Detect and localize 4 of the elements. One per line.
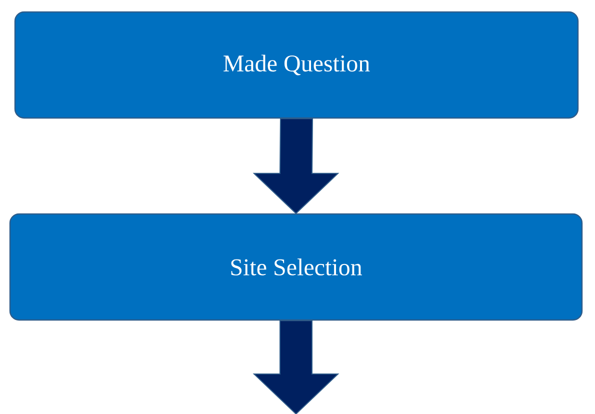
process-box: Made Question (14, 11, 579, 119)
block-arrow (252, 320, 340, 414)
block-arrow (252, 118, 340, 214)
process-box: Site Selection (9, 213, 583, 321)
